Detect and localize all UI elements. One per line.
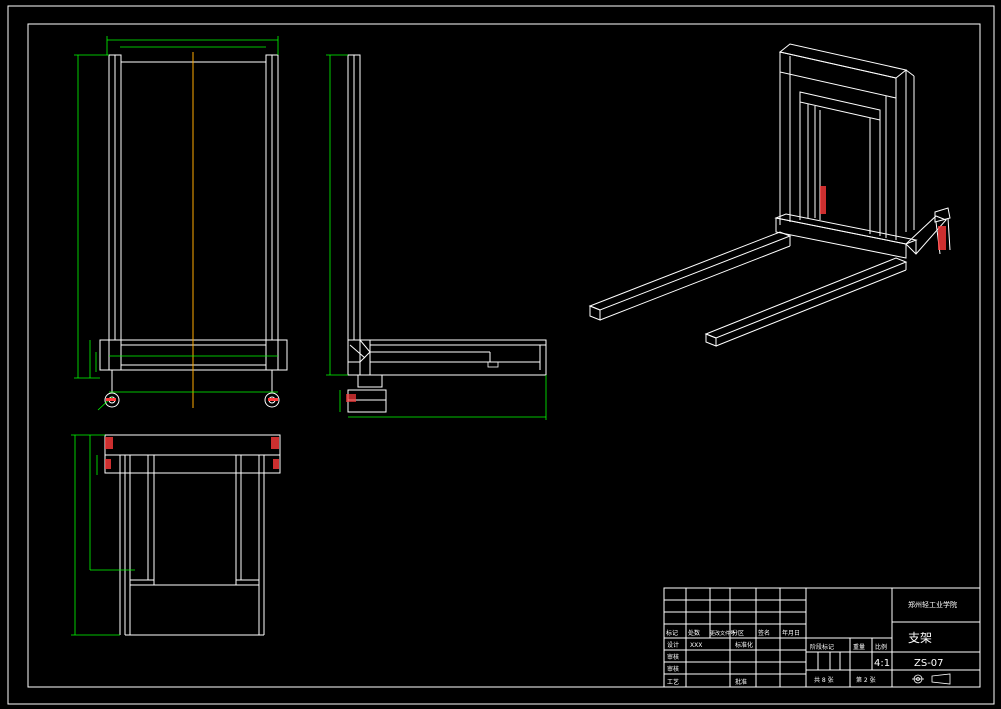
sheets-total: 共 8 张 (814, 676, 834, 684)
scale-value: 4:1 (874, 658, 890, 669)
row-designer: 设计 (667, 641, 679, 649)
top-view (104, 434, 281, 636)
stage-label: 阶段标记 (810, 643, 834, 651)
first-angle-projection-icon (912, 673, 951, 685)
approve-label: 批准 (735, 678, 747, 686)
side-view (347, 54, 547, 413)
inner-frame (27, 23, 981, 688)
sheet-number: 第 2 张 (856, 676, 876, 684)
header-count: 处数 (688, 629, 700, 637)
front-dimensions (74, 36, 279, 411)
outer-frame (7, 5, 995, 705)
designer-value: XXX (690, 642, 702, 649)
top-dimensions (71, 434, 135, 636)
row-review-2: 审核 (667, 665, 679, 673)
part-name: 支架 (908, 631, 932, 645)
top-red-marks (105, 437, 279, 469)
scale-label: 比例 (875, 643, 887, 651)
side-hatch (487, 361, 499, 368)
side-red-mark (346, 394, 356, 402)
drawing-number: ZS-07 (914, 658, 944, 669)
side-dimensions (326, 54, 547, 420)
header-zone: 分区 (732, 629, 744, 637)
weight-label: 重量 (853, 643, 865, 651)
iso-red-marks (820, 186, 946, 250)
front-view (99, 54, 288, 408)
header-change-doc: 更改文件号 (710, 630, 735, 637)
title-block (663, 587, 981, 688)
header-date: 年月日 (782, 629, 800, 637)
row-process: 工艺 (667, 678, 679, 686)
school-name: 郑州轻工业学院 (908, 600, 957, 609)
header-mark: 标记 (666, 629, 678, 637)
front-red-marks (106, 398, 278, 401)
row-review-1: 审核 (667, 653, 679, 661)
header-signature: 签名 (758, 629, 770, 637)
isometric-view (588, 43, 951, 347)
std-label: 标准化 (735, 641, 753, 649)
